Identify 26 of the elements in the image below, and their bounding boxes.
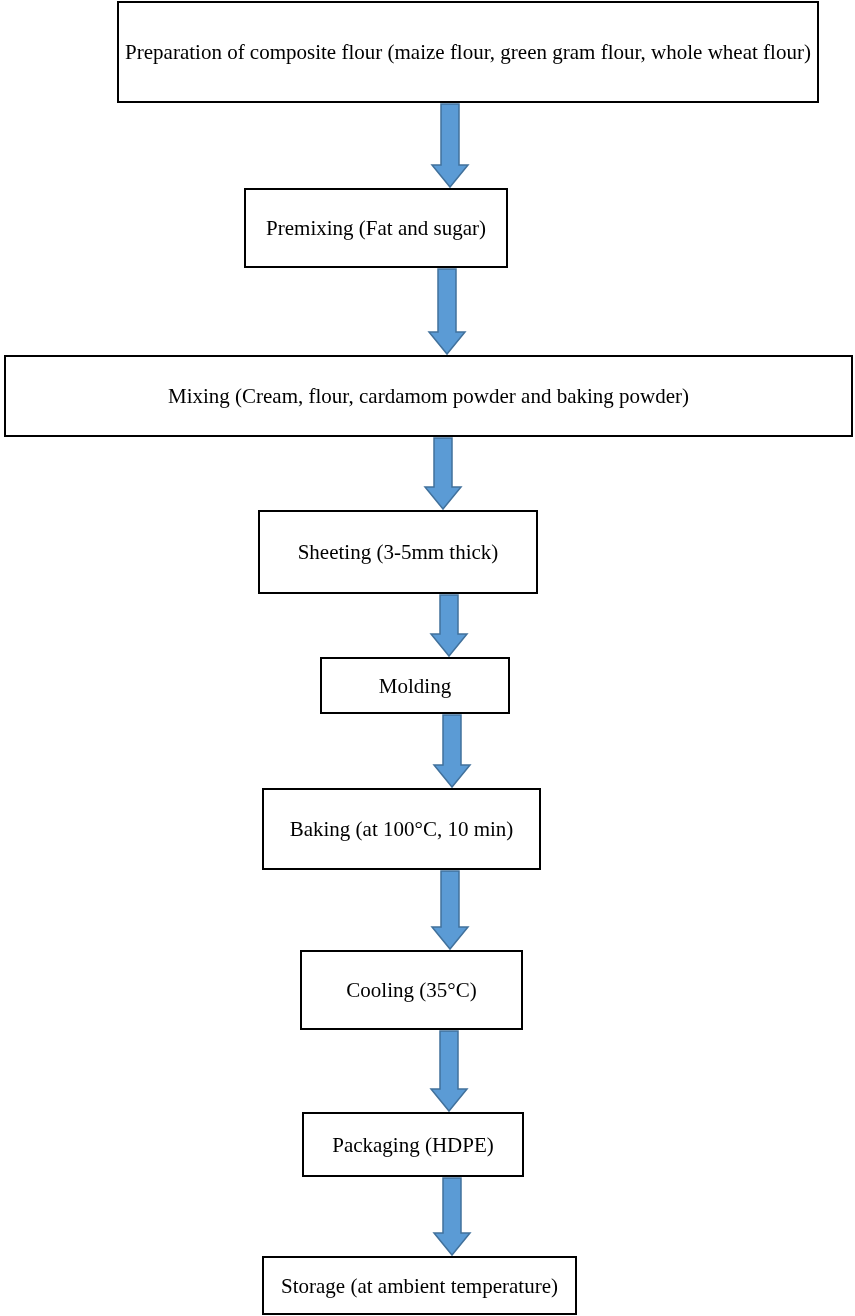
step-label: Baking (at 100°C, 10 min) bbox=[289, 816, 514, 843]
process-box bbox=[262, 788, 541, 870]
step-label: Cooling (35°C) bbox=[346, 977, 477, 1004]
step-label: Mixing (Cream, flour, cardamom powder and baking powder) bbox=[167, 383, 690, 410]
block-arrow bbox=[430, 870, 470, 951]
block-arrow bbox=[432, 1177, 472, 1257]
block-arrow bbox=[427, 268, 467, 356]
process-box bbox=[4, 355, 853, 437]
block-arrow bbox=[429, 1030, 469, 1113]
process-box bbox=[258, 510, 538, 594]
block-arrow bbox=[429, 594, 469, 658]
process-box bbox=[302, 1112, 524, 1177]
block-arrow bbox=[423, 437, 463, 511]
process-box bbox=[320, 657, 510, 714]
process-box bbox=[244, 188, 508, 268]
step-label: Molding bbox=[378, 672, 452, 700]
step-label: Sheeting (3-5mm thick) bbox=[297, 539, 499, 566]
step-label: Preparation of composite flour (maize flour, green gram flour, whole wheat flour) bbox=[125, 39, 811, 66]
step-label: Premixing (Fat and sugar) bbox=[266, 215, 486, 242]
process-box bbox=[117, 1, 819, 103]
step-label: Packaging (HDPE) bbox=[332, 1131, 494, 1159]
step-label: Storage (at ambient temperature) bbox=[281, 1272, 558, 1300]
block-arrow bbox=[430, 103, 470, 189]
process-box bbox=[300, 950, 523, 1030]
process-box bbox=[262, 1256, 577, 1315]
block-arrow bbox=[432, 714, 472, 789]
